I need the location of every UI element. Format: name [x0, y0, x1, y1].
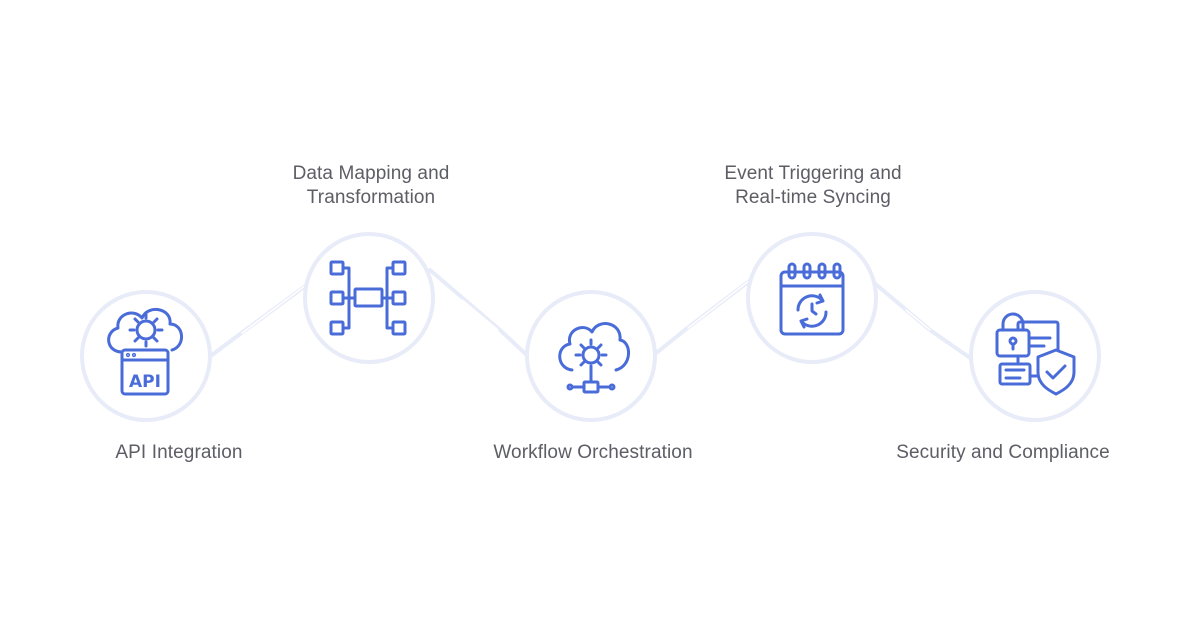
step-circle-4 — [746, 232, 878, 364]
step-label-line: Event Triggering and — [724, 163, 902, 184]
step-label-line: API Integration — [115, 442, 243, 463]
cloud-gear-network-icon — [558, 322, 630, 394]
step-label-api-integration: API Integration — [39, 441, 319, 465]
step-label-line: Real-time Syncing — [735, 187, 891, 208]
step-label-line: Workflow Orchestration — [493, 442, 693, 463]
connector-2-3 — [428, 268, 532, 360]
connectors-inner — [241, 276, 931, 334]
step-label-line: Data Mapping and — [292, 163, 450, 184]
api-icon-text: API — [129, 372, 161, 392]
connector-1-2 — [206, 332, 242, 360]
step-circle-5 — [969, 290, 1101, 422]
calendar-sync-icon — [779, 262, 845, 336]
step-circle-1 — [80, 290, 212, 422]
step-label-event-triggering: Event Triggering and Real-time Syncing — [673, 162, 953, 210]
step-label-security-compliance: Security and Compliance — [863, 441, 1143, 465]
connector-4-5 — [864, 274, 978, 364]
step-label-workflow-orchestration: Workflow Orchestration — [453, 441, 733, 465]
step-label-line: Security and Compliance — [896, 442, 1110, 463]
step-circle-2 — [303, 232, 435, 364]
lock-document-shield-icon — [995, 312, 1076, 396]
step-circle-3 — [525, 290, 657, 422]
circles — [80, 232, 1101, 422]
data-mapping-nodes-icon — [329, 260, 407, 336]
step-label-line: Transformation — [306, 187, 436, 208]
step-label-data-mapping: Data Mapping and Transformation — [231, 162, 511, 210]
api-cloud-gear-icon: API — [107, 308, 183, 396]
